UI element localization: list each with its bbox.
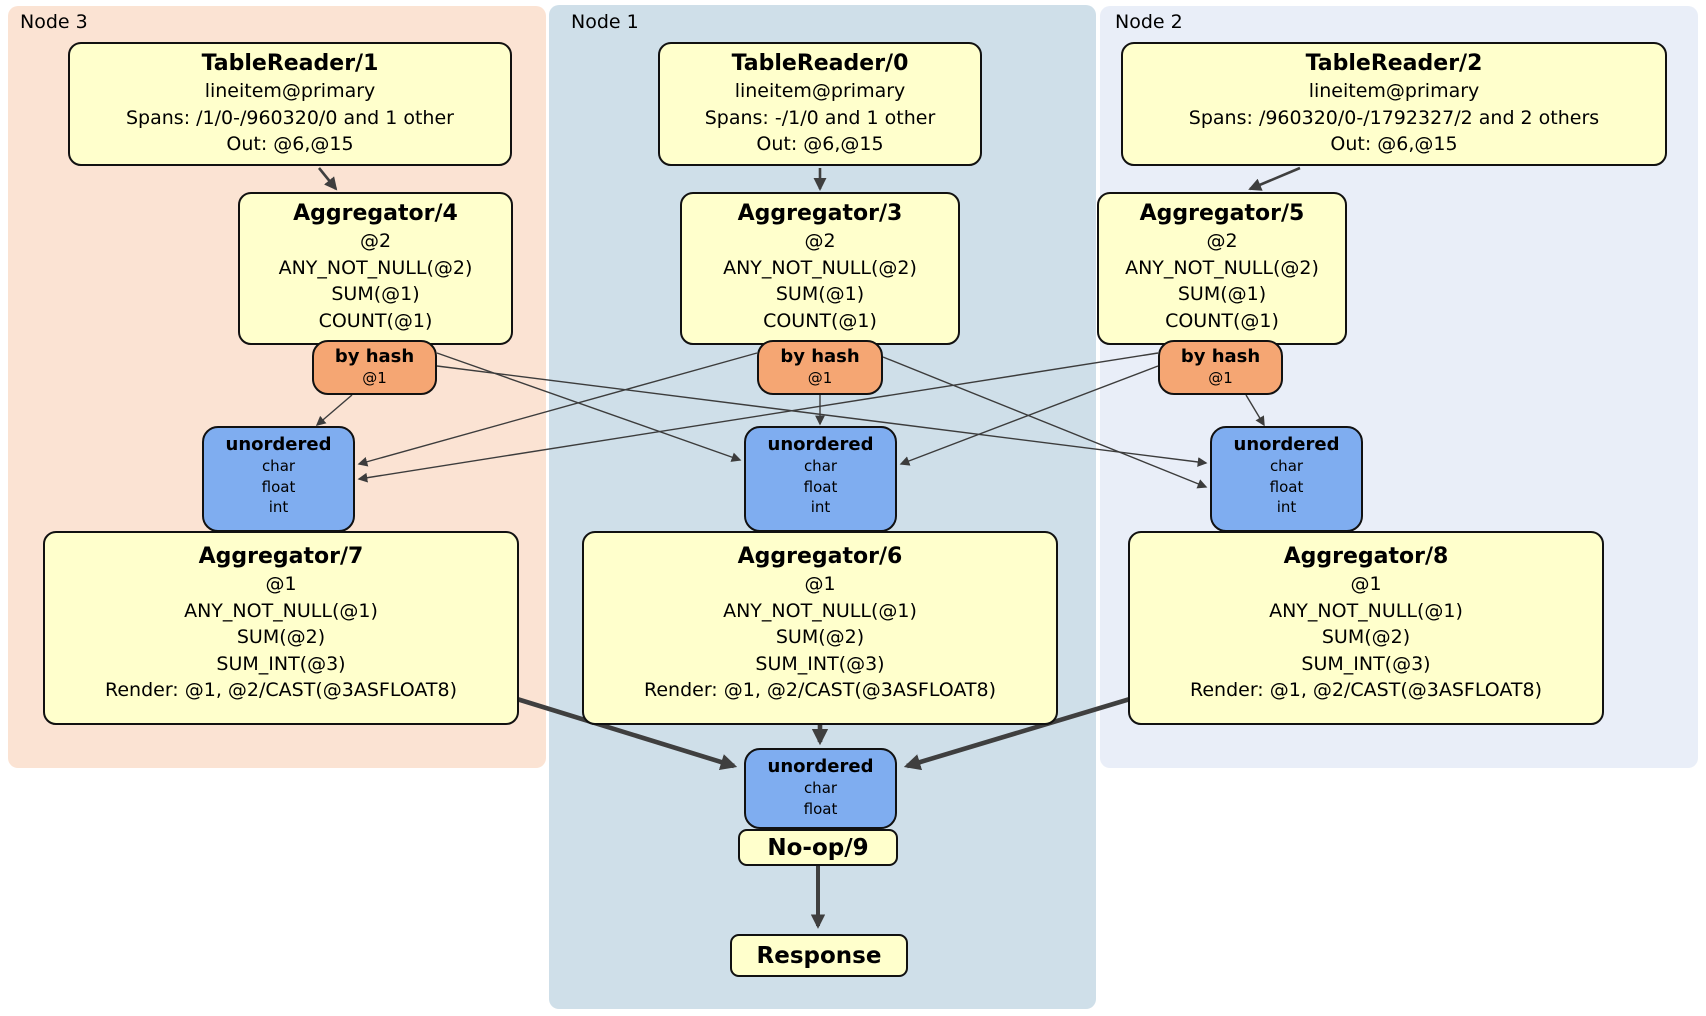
node-title: by hash — [1180, 346, 1261, 367]
node-aggregator-8: Aggregator/8 @1 ANY_NOT_NULL(@1) SUM(@2)… — [1128, 531, 1604, 725]
node-title: TableReader/2 — [1305, 51, 1483, 76]
node-detail-line: ANY_NOT_NULL(@1) — [1269, 599, 1463, 622]
node-detail-line: ANY_NOT_NULL(@2) — [278, 256, 473, 279]
node-title: unordered — [225, 434, 332, 455]
node-detail-line: float — [803, 799, 838, 818]
node-detail-line: Spans: /1/0-/960320/0 and 1 other — [126, 106, 454, 129]
node-detail-line: Render: @1, @2/CAST(@3ASFLOAT8) — [1190, 679, 1542, 701]
node-aggregator-5: Aggregator/5 @2 ANY_NOT_NULL(@2) SUM(@1)… — [1097, 192, 1347, 345]
node-detail-line: ANY_NOT_NULL(@1) — [184, 599, 378, 622]
node-title: unordered — [1233, 434, 1340, 455]
node-detail-line: char — [803, 457, 838, 475]
region-label-node-3: Node 3 — [20, 11, 88, 33]
node-detail-line: SUM(@2) — [236, 626, 326, 648]
node-detail-line: @2 — [1206, 230, 1238, 252]
node-detail-line: SUM(@1) — [331, 283, 420, 305]
region-label-node-2: Node 2 — [1115, 11, 1183, 33]
node-sync-unordered-center: unordered char float int — [744, 426, 897, 532]
node-title: Aggregator/8 — [1283, 544, 1449, 569]
node-detail-line: char — [1269, 457, 1304, 475]
node-detail-line: float — [261, 477, 296, 496]
node-detail-line: @1 — [362, 369, 387, 387]
node-detail-line: lineitem@primary — [204, 80, 376, 102]
node-detail-line: int — [1276, 498, 1297, 516]
node-detail-line: @2 — [359, 230, 392, 252]
node-response: Response — [730, 934, 908, 977]
node-aggregator-7: Aggregator/7 @1 ANY_NOT_NULL(@1) SUM(@2)… — [43, 531, 519, 725]
node-detail-line: SUM(@1) — [1177, 283, 1267, 305]
node-detail-line: int — [810, 498, 831, 516]
node-sync-unordered-final: unordered char float — [744, 748, 897, 829]
node-title: unordered — [767, 434, 874, 455]
node-detail-line: COUNT(@1) — [763, 309, 877, 332]
node-title: Aggregator/6 — [737, 544, 903, 569]
node-detail-line: ANY_NOT_NULL(@2) — [723, 256, 917, 279]
node-detail-line: @2 — [804, 230, 836, 252]
node-noop-9: No-op/9 — [738, 829, 898, 866]
node-detail-line: Spans: -/1/0 and 1 other — [704, 106, 936, 129]
node-title: No-op/9 — [767, 834, 869, 861]
region-label-node-1: Node 1 — [571, 11, 639, 33]
node-tablereader-1: TableReader/1 lineitem@primary Spans: /1… — [68, 42, 512, 166]
node-detail-line: lineitem@primary — [1308, 80, 1480, 102]
node-detail-line: @1 — [804, 573, 836, 595]
node-detail-line: COUNT(@1) — [318, 309, 433, 332]
node-detail-line: float — [803, 477, 838, 496]
node-title: by hash — [334, 346, 415, 367]
node-sync-unordered-left: unordered char float int — [202, 426, 355, 532]
node-title: Aggregator/7 — [198, 544, 364, 569]
node-sync-unordered-right: unordered char float int — [1210, 426, 1363, 532]
node-title: TableReader/0 — [731, 51, 909, 76]
node-title: TableReader/1 — [201, 51, 379, 76]
node-detail-line: SUM_INT(@3) — [1301, 652, 1431, 675]
node-detail-line: Render: @1, @2/CAST(@3ASFLOAT8) — [644, 679, 996, 701]
node-detail-line: @1 — [807, 369, 833, 387]
node-detail-line: ANY_NOT_NULL(@1) — [723, 599, 917, 622]
node-detail-line: @1 — [1208, 369, 1233, 387]
node-detail-line: ANY_NOT_NULL(@2) — [1125, 256, 1319, 279]
node-detail-line: SUM_INT(@3) — [216, 652, 346, 675]
node-title: unordered — [767, 756, 874, 777]
node-detail-line: @1 — [265, 573, 297, 595]
node-aggregator-4: Aggregator/4 @2 ANY_NOT_NULL(@2) SUM(@1)… — [238, 192, 513, 345]
node-detail-line: Out: @6,@15 — [756, 133, 884, 155]
node-detail-line: SUM_INT(@3) — [755, 652, 885, 675]
node-aggregator-6: Aggregator/6 @1 ANY_NOT_NULL(@1) SUM(@2)… — [582, 531, 1058, 725]
node-aggregator-3: Aggregator/3 @2 ANY_NOT_NULL(@2) SUM(@1)… — [680, 192, 960, 345]
node-detail-line: Out: @6,@15 — [226, 133, 354, 155]
node-detail-line: Spans: /960320/0-/1792327/2 and 2 others — [1188, 106, 1600, 129]
node-detail-line: float — [1269, 477, 1304, 496]
node-detail-line: @1 — [1350, 573, 1382, 595]
node-tablereader-2: TableReader/2 lineitem@primary Spans: /9… — [1121, 42, 1667, 166]
node-router-by-hash-center: by hash @1 — [757, 340, 883, 395]
node-title: Aggregator/5 — [1139, 201, 1305, 226]
node-detail-line: Render: @1, @2/CAST(@3ASFLOAT8) — [105, 679, 457, 701]
node-detail-line: int — [268, 498, 289, 516]
node-detail-line: SUM(@2) — [775, 626, 865, 648]
node-title: by hash — [780, 346, 860, 367]
node-title: Aggregator/4 — [293, 201, 458, 226]
node-detail-line: char — [803, 779, 838, 797]
node-router-by-hash-left: by hash @1 — [312, 340, 437, 395]
node-router-by-hash-right: by hash @1 — [1158, 340, 1283, 395]
node-title: Response — [756, 942, 882, 969]
node-detail-line: lineitem@primary — [734, 80, 906, 102]
node-detail-line: Out: @6,@15 — [1330, 133, 1458, 155]
node-detail-line: SUM(@2) — [1321, 626, 1411, 648]
node-tablereader-0: TableReader/0 lineitem@primary Spans: -/… — [658, 42, 982, 166]
node-detail-line: COUNT(@1) — [1165, 309, 1279, 332]
node-title: Aggregator/3 — [737, 201, 903, 226]
node-detail-line: char — [261, 457, 296, 475]
node-detail-line: SUM(@1) — [775, 283, 865, 305]
